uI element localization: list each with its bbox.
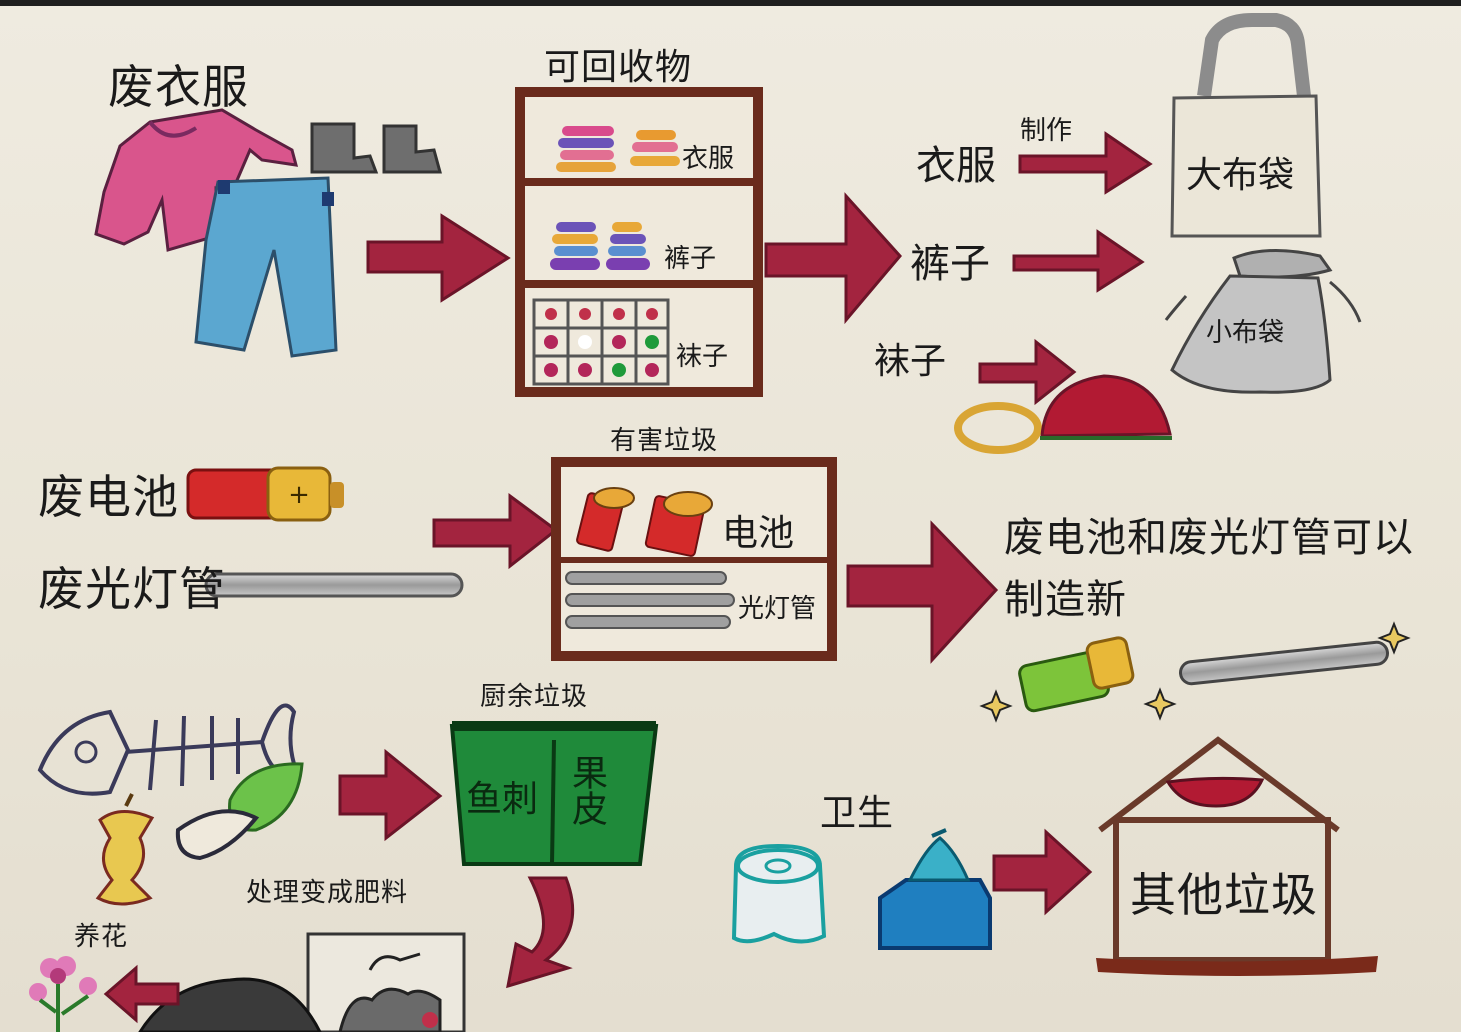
arrow-kitchen-in-icon xyxy=(338,748,443,842)
new-battery-icon xyxy=(1018,636,1135,713)
sparkle-icon xyxy=(979,621,1411,723)
flower-icon xyxy=(29,956,97,1032)
tissue-box-icon xyxy=(878,828,992,950)
paper-top-edge xyxy=(0,0,1461,6)
arrow-hazard-in-icon xyxy=(432,493,559,570)
jeans-icon xyxy=(194,176,338,358)
arrow-to-other-icon xyxy=(992,828,1093,916)
shelf-label-pants: 裤子 xyxy=(664,244,717,274)
toilet-paper-icon xyxy=(731,843,827,944)
new-tube-icon xyxy=(1179,640,1389,686)
other-waste-house-icon xyxy=(1096,736,1378,976)
other-waste-label: 其他垃圾 xyxy=(1130,868,1318,922)
svg-text:+: + xyxy=(288,480,310,510)
output-pants-label: 裤子 xyxy=(910,241,990,287)
arrow-hazard-out-icon xyxy=(846,520,999,664)
battery-icon: + xyxy=(186,466,344,522)
small-bag-label: 小布袋 xyxy=(1206,318,1285,348)
bin-label-fishbone: 鱼刺 xyxy=(466,779,539,820)
hazard-result-line1: 废电池和废光灯管可以 xyxy=(1004,515,1414,561)
process-label: 处理变成肥料 xyxy=(246,878,409,908)
socks-icon xyxy=(310,122,442,174)
arrow-to-flower-icon xyxy=(103,964,180,1024)
hazard-result-line2: 制造新 xyxy=(1004,577,1127,623)
output-socks-label: 袜子 xyxy=(874,341,947,382)
output-clothes-label: 衣服 xyxy=(916,143,996,189)
shelf-label-socks: 袜子 xyxy=(676,342,729,372)
waste-battery-label: 废电池 xyxy=(38,470,179,524)
waste-clothes-title: 废衣服 xyxy=(108,60,249,114)
leaf-peel-icon xyxy=(175,762,304,861)
arrow-bin-down-icon xyxy=(506,876,575,989)
arrow-clothes-to-bigbag-icon xyxy=(1018,131,1153,195)
arrow-pants-to-smallbag-icon xyxy=(1012,229,1145,293)
output-make-label: 制作 xyxy=(1020,116,1073,146)
arrow-socks-to-ball-icon xyxy=(978,338,1077,406)
apple-core-icon xyxy=(95,793,155,906)
hazardous-title: 有害垃圾 xyxy=(610,426,719,456)
fluorescent-tube-icon xyxy=(204,572,464,598)
hazard-box-battery-label: 电池 xyxy=(722,513,795,554)
waste-tube-label: 废光灯管 xyxy=(38,562,226,616)
hazardous-box-icon xyxy=(551,457,837,661)
flowers-label: 养花 xyxy=(74,922,129,952)
recyclable-shelf-icon xyxy=(515,87,763,397)
shelf-label-clothes: 衣服 xyxy=(682,144,735,174)
kitchen-bin-icon xyxy=(449,721,659,866)
hygiene-label: 卫生 xyxy=(820,793,895,834)
bin-label-peel: 果皮 xyxy=(566,754,607,826)
kitchen-waste-title: 厨余垃圾 xyxy=(480,682,589,712)
soil-pile-icon xyxy=(138,977,322,1032)
arrow-shelf-to-outputs-icon xyxy=(764,192,902,325)
big-cloth-bag-icon xyxy=(1170,13,1322,238)
small-cloth-bag-icon xyxy=(1164,249,1362,394)
recyclable-title: 可回收物 xyxy=(544,47,693,88)
compost-box-icon xyxy=(306,932,466,1032)
big-bag-label: 大布袋 xyxy=(1186,155,1295,196)
hazard-box-tube-label: 光灯管 xyxy=(738,594,817,624)
arrow-clothes-to-recyclable-icon xyxy=(366,213,511,303)
sock-ball-icon xyxy=(954,374,1172,454)
